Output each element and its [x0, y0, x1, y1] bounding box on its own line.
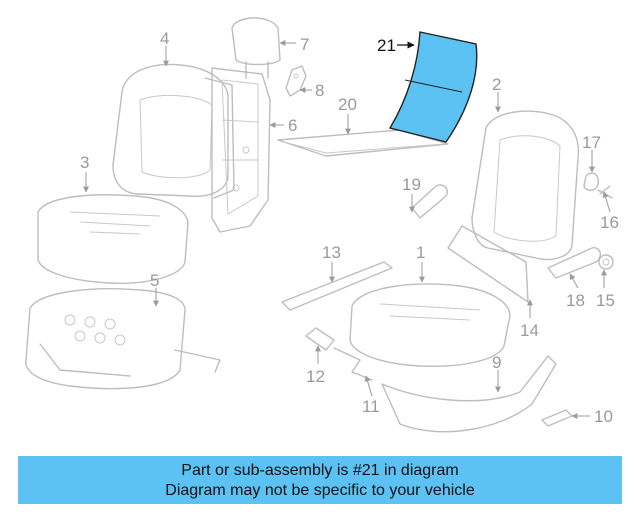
banner-line-disclaimer: Diagram may not be specific to your vehi…: [165, 482, 475, 499]
callout-9: 9: [492, 353, 501, 372]
part-knob-17: [583, 172, 600, 191]
banner-line-part: Part or sub-assembly is #21 in diagram: [181, 462, 459, 479]
callout-5: 5: [150, 271, 159, 290]
part-panel-14: [447, 225, 529, 303]
callout-11: 11: [362, 397, 380, 416]
part-screw-10: [541, 409, 573, 427]
callout-8: 8: [315, 81, 324, 100]
part-latch-12: [305, 327, 335, 351]
callout-18: 18: [566, 291, 585, 310]
part-seat-cushion-left: [37, 194, 189, 284]
part-board-20: [277, 129, 449, 157]
part-seat-cushion-right: [349, 283, 511, 368]
callouts: 4 7 8 6 20 21 3 5 2 17 16 19 13 1 14 18 …: [80, 29, 619, 426]
callout-16: 16: [600, 213, 619, 232]
callout-2: 2: [492, 75, 501, 94]
part-lever-18: [547, 247, 602, 279]
part-knob-15: [598, 254, 614, 270]
info-banner: Part or sub-assembly is #21 in diagram D…: [18, 456, 622, 504]
callout-21: 21: [377, 36, 396, 55]
callout-20: 20: [338, 95, 357, 114]
part-seatback-cover-left: [112, 63, 235, 199]
part-21-highlighted: [388, 31, 478, 143]
callout-3: 3: [80, 153, 89, 172]
part-rail-13: [281, 261, 393, 311]
leader-lines: [83, 40, 611, 419]
part-seatback-frame: [211, 17, 281, 233]
part-lever-19: [411, 184, 448, 219]
callout-10: 10: [594, 407, 613, 426]
part-seat-frame-left: [25, 288, 221, 390]
part-seatback-right: [471, 110, 580, 261]
callout-13: 13: [322, 243, 341, 262]
callout-7: 7: [300, 35, 309, 54]
callout-14: 14: [520, 321, 539, 340]
part-rod-11: [333, 347, 373, 381]
callout-19: 19: [402, 175, 421, 194]
callout-6: 6: [288, 116, 297, 135]
callout-4: 4: [160, 29, 169, 48]
part-21-panel: [388, 31, 478, 143]
callout-17: 17: [582, 133, 601, 152]
callout-15: 15: [596, 291, 615, 310]
part-trim-9: [381, 355, 557, 433]
callout-1: 1: [416, 243, 425, 262]
callout-12: 12: [306, 367, 325, 386]
part-bracket-8: [285, 65, 307, 97]
